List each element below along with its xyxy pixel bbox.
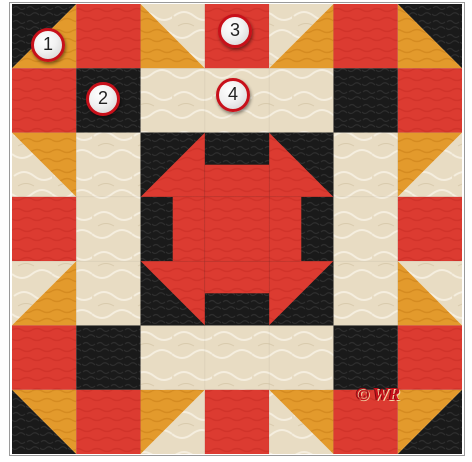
left-red-center <box>12 197 76 261</box>
inner-black-br <box>333 325 397 389</box>
badge-4: 4 <box>216 78 250 112</box>
cream-bar-right <box>333 133 397 326</box>
left-red-2 <box>12 325 76 389</box>
cream-bar-bottom <box>141 325 334 389</box>
bottom-red-center <box>205 390 269 454</box>
badge-3: 3 <box>218 14 252 48</box>
left-red-1 <box>12 68 76 132</box>
top-red-2 <box>333 4 397 68</box>
center-red-square <box>205 197 269 261</box>
badge-1: 1 <box>31 28 65 62</box>
inner-black-bl <box>76 325 140 389</box>
center-red-left-half <box>173 197 205 261</box>
bottom-red-1 <box>76 390 140 454</box>
cream-bar-left <box>76 133 140 326</box>
right-red-1 <box>398 68 462 132</box>
top-red-1 <box>76 4 140 68</box>
center-red-right-half <box>269 197 301 261</box>
right-red-2 <box>398 325 462 389</box>
center-red-bottom-half <box>205 261 269 293</box>
copyright-mark: © WR <box>356 384 420 406</box>
center-red-top-half <box>205 165 269 197</box>
badge-2: 2 <box>86 82 120 116</box>
inner-black-tr <box>333 68 397 132</box>
right-red-center <box>398 197 462 261</box>
